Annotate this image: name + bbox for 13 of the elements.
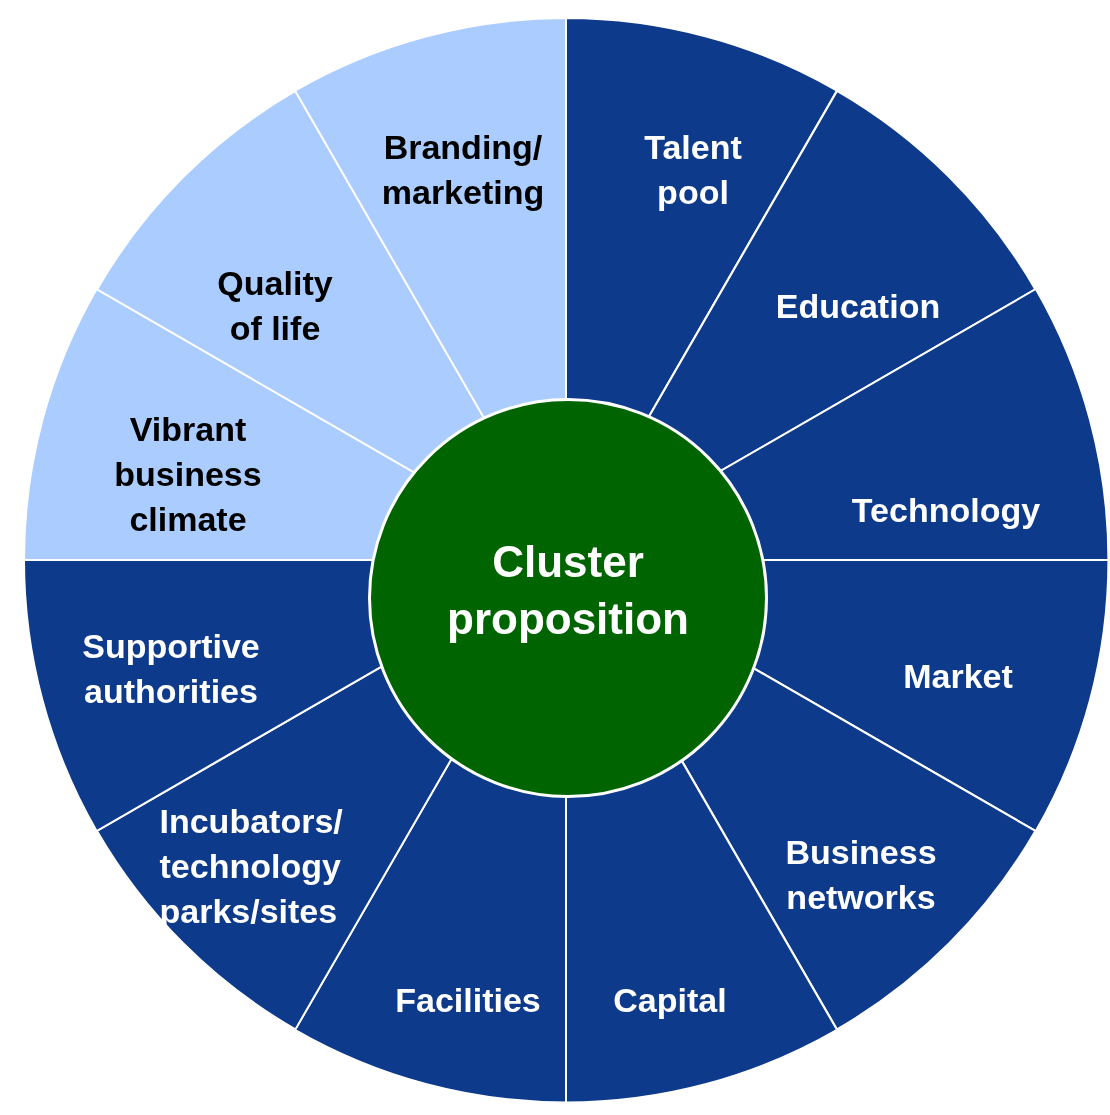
center-label: Cluster proposition	[446, 536, 690, 645]
segment-label: Technology	[851, 489, 1041, 531]
segment-label: Vibrant business climate	[113, 408, 263, 540]
segment-label: Capital	[613, 979, 727, 1021]
segment-label: Incubators/ technology parks/sites	[159, 800, 344, 932]
segment-label: Education	[775, 285, 941, 327]
segment-label: Quality of life	[216, 263, 334, 349]
segment-label: Talent pool	[643, 127, 743, 213]
segment-label: Branding/ marketing	[380, 127, 546, 213]
segment-label: Facilities	[395, 979, 541, 1021]
segment-label: Supportive authorities	[81, 626, 261, 712]
segment-label: Market	[903, 655, 1013, 697]
segment-label: Business networks	[784, 832, 938, 918]
